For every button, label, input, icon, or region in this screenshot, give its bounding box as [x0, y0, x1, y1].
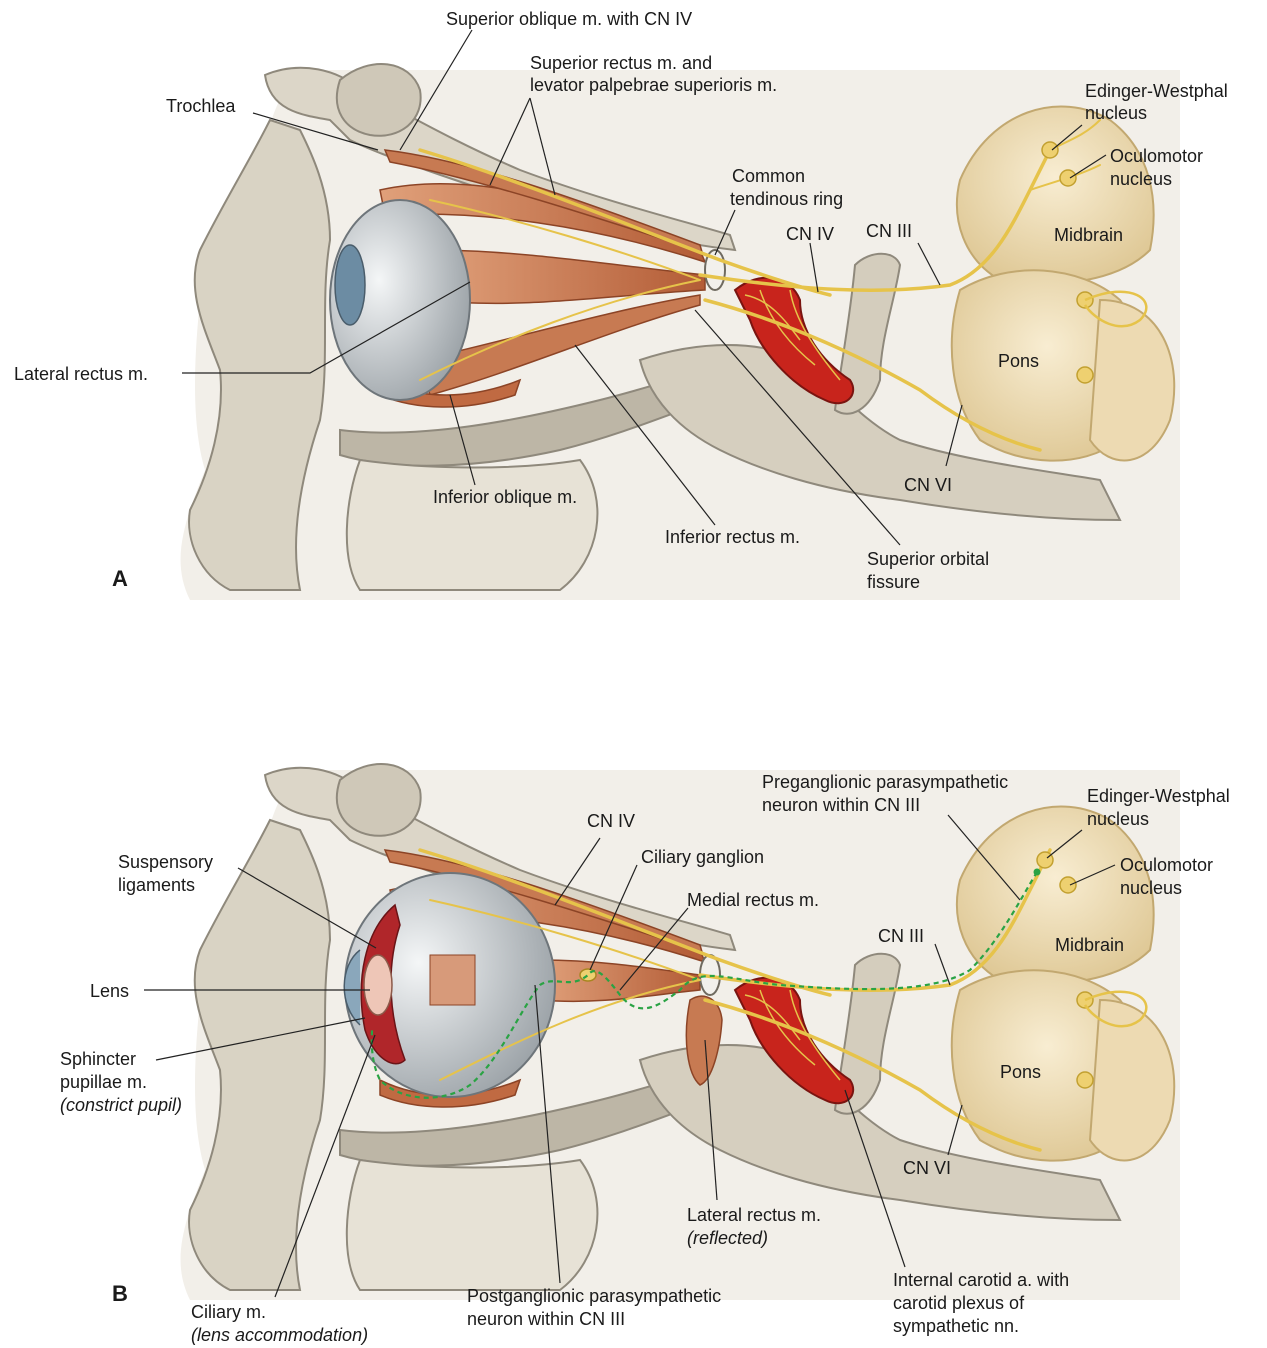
panel-a-illustration: [181, 30, 1180, 600]
label-sphincter-line3: (constrict pupil): [60, 1094, 182, 1116]
label-suspensory-line2: ligaments: [118, 874, 195, 896]
label-oculomotor-line1-a: Oculomotor: [1110, 145, 1203, 167]
edinger-nucleus-a: [1042, 142, 1058, 158]
label-cn-iii-a: CN III: [866, 220, 912, 242]
label-ciliary-ganglion: Ciliary ganglion: [641, 846, 764, 868]
label-edinger-line1-a: Edinger-Westphal: [1085, 80, 1228, 102]
label-pons-a: Pons: [998, 350, 1039, 372]
label-common-ring-line2: tendinous ring: [730, 188, 843, 210]
label-oculomotor-line2-b: nucleus: [1120, 877, 1182, 899]
maxilla-b: [347, 1160, 598, 1290]
label-edinger-line1-b: Edinger-Westphal: [1087, 785, 1230, 807]
label-sphincter-line2: pupillae m.: [60, 1071, 147, 1093]
label-suspensory-line1: Suspensory: [118, 851, 213, 873]
label-superior-rectus-line2: levator palpebrae superioris m.: [530, 74, 777, 96]
cornea-a: [335, 245, 365, 325]
label-ciliary-m-line1: Ciliary m.: [191, 1301, 266, 1323]
label-cn-vi-b: CN VI: [903, 1157, 951, 1179]
label-carotid-line2: carotid plexus of: [893, 1292, 1024, 1314]
abducens-nucleus-b: [1077, 1072, 1093, 1088]
label-carotid-line1: Internal carotid a. with: [893, 1269, 1069, 1291]
label-postgang-line1: Postganglionic parasympathetic: [467, 1285, 721, 1307]
label-postgang-line2: neuron within CN III: [467, 1308, 625, 1330]
orbit-roof-b: [337, 764, 421, 836]
label-lateral-rectus-line2-b: (reflected): [687, 1227, 768, 1249]
label-pons-b: Pons: [1000, 1061, 1041, 1083]
label-sphincter-line1: Sphincter: [60, 1048, 136, 1070]
label-oculomotor-line2-a: nucleus: [1110, 168, 1172, 190]
label-cn-vi-a: CN VI: [904, 474, 952, 496]
label-cn-iv-a: CN IV: [786, 223, 834, 245]
label-carotid-line3: sympathetic nn.: [893, 1315, 1019, 1337]
label-lens: Lens: [90, 980, 129, 1002]
pathway-origin-dot-b: [1034, 869, 1041, 876]
oculomotor-nucleus-a: [1060, 170, 1076, 186]
label-ciliary-m-line2: (lens accommodation): [191, 1324, 368, 1346]
label-pregang-line2: neuron within CN III: [762, 794, 920, 816]
label-midbrain-a: Midbrain: [1054, 224, 1123, 246]
label-pregang-line1: Preganglionic parasympathetic: [762, 771, 1008, 793]
label-superior-rectus-line1: Superior rectus m. and: [530, 52, 712, 74]
muscle-stump-b: [430, 955, 475, 1005]
oculomotor-nucleus-b: [1060, 877, 1076, 893]
label-sof-line1: Superior orbital: [867, 548, 989, 570]
lens-b: [364, 955, 392, 1015]
panel-b-letter: B: [112, 1281, 128, 1307]
label-oculomotor-line1-b: Oculomotor: [1120, 854, 1213, 876]
abducens-nucleus-a: [1077, 367, 1093, 383]
label-edinger-line2-b: nucleus: [1087, 808, 1149, 830]
label-midbrain-b: Midbrain: [1055, 934, 1124, 956]
label-sof-line2: fissure: [867, 571, 920, 593]
label-common-ring-line1: Common: [732, 165, 805, 187]
label-cn-iii-b: CN III: [878, 925, 924, 947]
label-trochlea: Trochlea: [166, 95, 235, 117]
orbit-roof-a: [337, 64, 421, 136]
label-lateral-rectus-line1-b: Lateral rectus m.: [687, 1204, 821, 1226]
label-lateral-rectus-a: Lateral rectus m.: [14, 363, 148, 385]
label-edinger-line2-a: nucleus: [1085, 102, 1147, 124]
label-inferior-rectus: Inferior rectus m.: [665, 526, 800, 548]
label-inferior-oblique: Inferior oblique m.: [433, 486, 577, 508]
label-superior-oblique: Superior oblique m. with CN IV: [446, 8, 692, 30]
panel-a-letter: A: [112, 566, 128, 592]
label-cn-iv-b: CN IV: [587, 810, 635, 832]
panel-b-illustration: [144, 764, 1180, 1300]
label-medial-rectus: Medial rectus m.: [687, 889, 819, 911]
maxilla-a: [347, 460, 598, 590]
